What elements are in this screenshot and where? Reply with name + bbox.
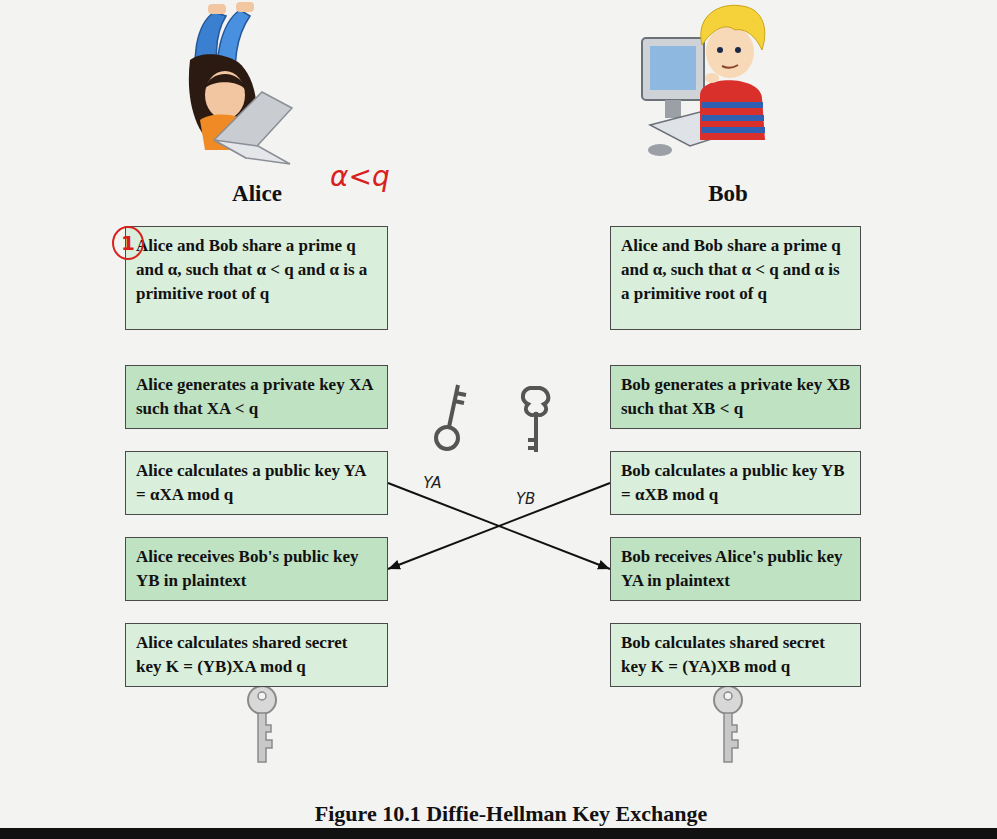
box-text: Bob calculates shared secret key K = (YA… xyxy=(621,631,850,679)
shared-key-icon xyxy=(248,686,276,762)
edge-label: YA xyxy=(420,474,444,492)
box-text: Alice generates a private key XA such th… xyxy=(136,373,377,421)
shared-parameters-box: Alice and Bob share a prime q and α, suc… xyxy=(125,226,388,330)
key-transfer-arrow xyxy=(388,483,610,569)
private-key-box: Alice generates a private key XA such th… xyxy=(125,365,388,429)
person-name: Alice xyxy=(232,181,282,207)
callout-number: 1 xyxy=(112,226,144,260)
bob-figure xyxy=(642,5,765,156)
box-text: Bob generates a private key XB such that… xyxy=(621,373,850,421)
figure-caption: Figure 10.1 Diffie-Hellman Key Exchange xyxy=(315,801,708,827)
key-transfer-arrow xyxy=(388,483,610,569)
box-text: Alice and Bob share a prime q and α, suc… xyxy=(621,234,850,306)
edge-label: YB xyxy=(513,490,538,508)
public-key-box: Bob calculates a public key YB = αXB mod… xyxy=(610,451,861,515)
shared-parameters-box: Alice and Bob share a prime q and α, suc… xyxy=(610,226,861,330)
shared-secret-box: Bob calculates shared secret key K = (YA… xyxy=(610,623,861,687)
private-key-box: Bob generates a private key XB such that… xyxy=(610,365,861,429)
public-key-icon xyxy=(523,388,548,452)
box-text: Bob calculates a public key YB = αXB mod… xyxy=(621,459,850,507)
box-text: Alice and Bob share a prime q and α, suc… xyxy=(136,234,377,306)
shared-key-icon xyxy=(714,686,742,762)
person-name: Bob xyxy=(708,181,748,207)
handwritten-note: α<q xyxy=(330,160,390,193)
box-text: Bob receives Alice's public key YA in pl… xyxy=(621,545,850,593)
receive-key-box: Bob receives Alice's public key YA in pl… xyxy=(610,537,861,601)
box-text: Alice calculates shared secret key K = (… xyxy=(136,631,377,679)
receive-key-box: Alice receives Bob's public key YB in pl… xyxy=(125,537,388,601)
alice-figure xyxy=(189,2,292,164)
bottom-bar xyxy=(0,828,997,839)
box-text: Alice calculates a public key YA = αXA m… xyxy=(136,459,377,507)
shared-secret-box: Alice calculates shared secret key K = (… xyxy=(125,623,388,687)
box-text: Alice receives Bob's public key YB in pl… xyxy=(136,545,377,593)
public-key-icon xyxy=(436,385,466,449)
public-key-box: Alice calculates a public key YA = αXA m… xyxy=(125,451,388,515)
